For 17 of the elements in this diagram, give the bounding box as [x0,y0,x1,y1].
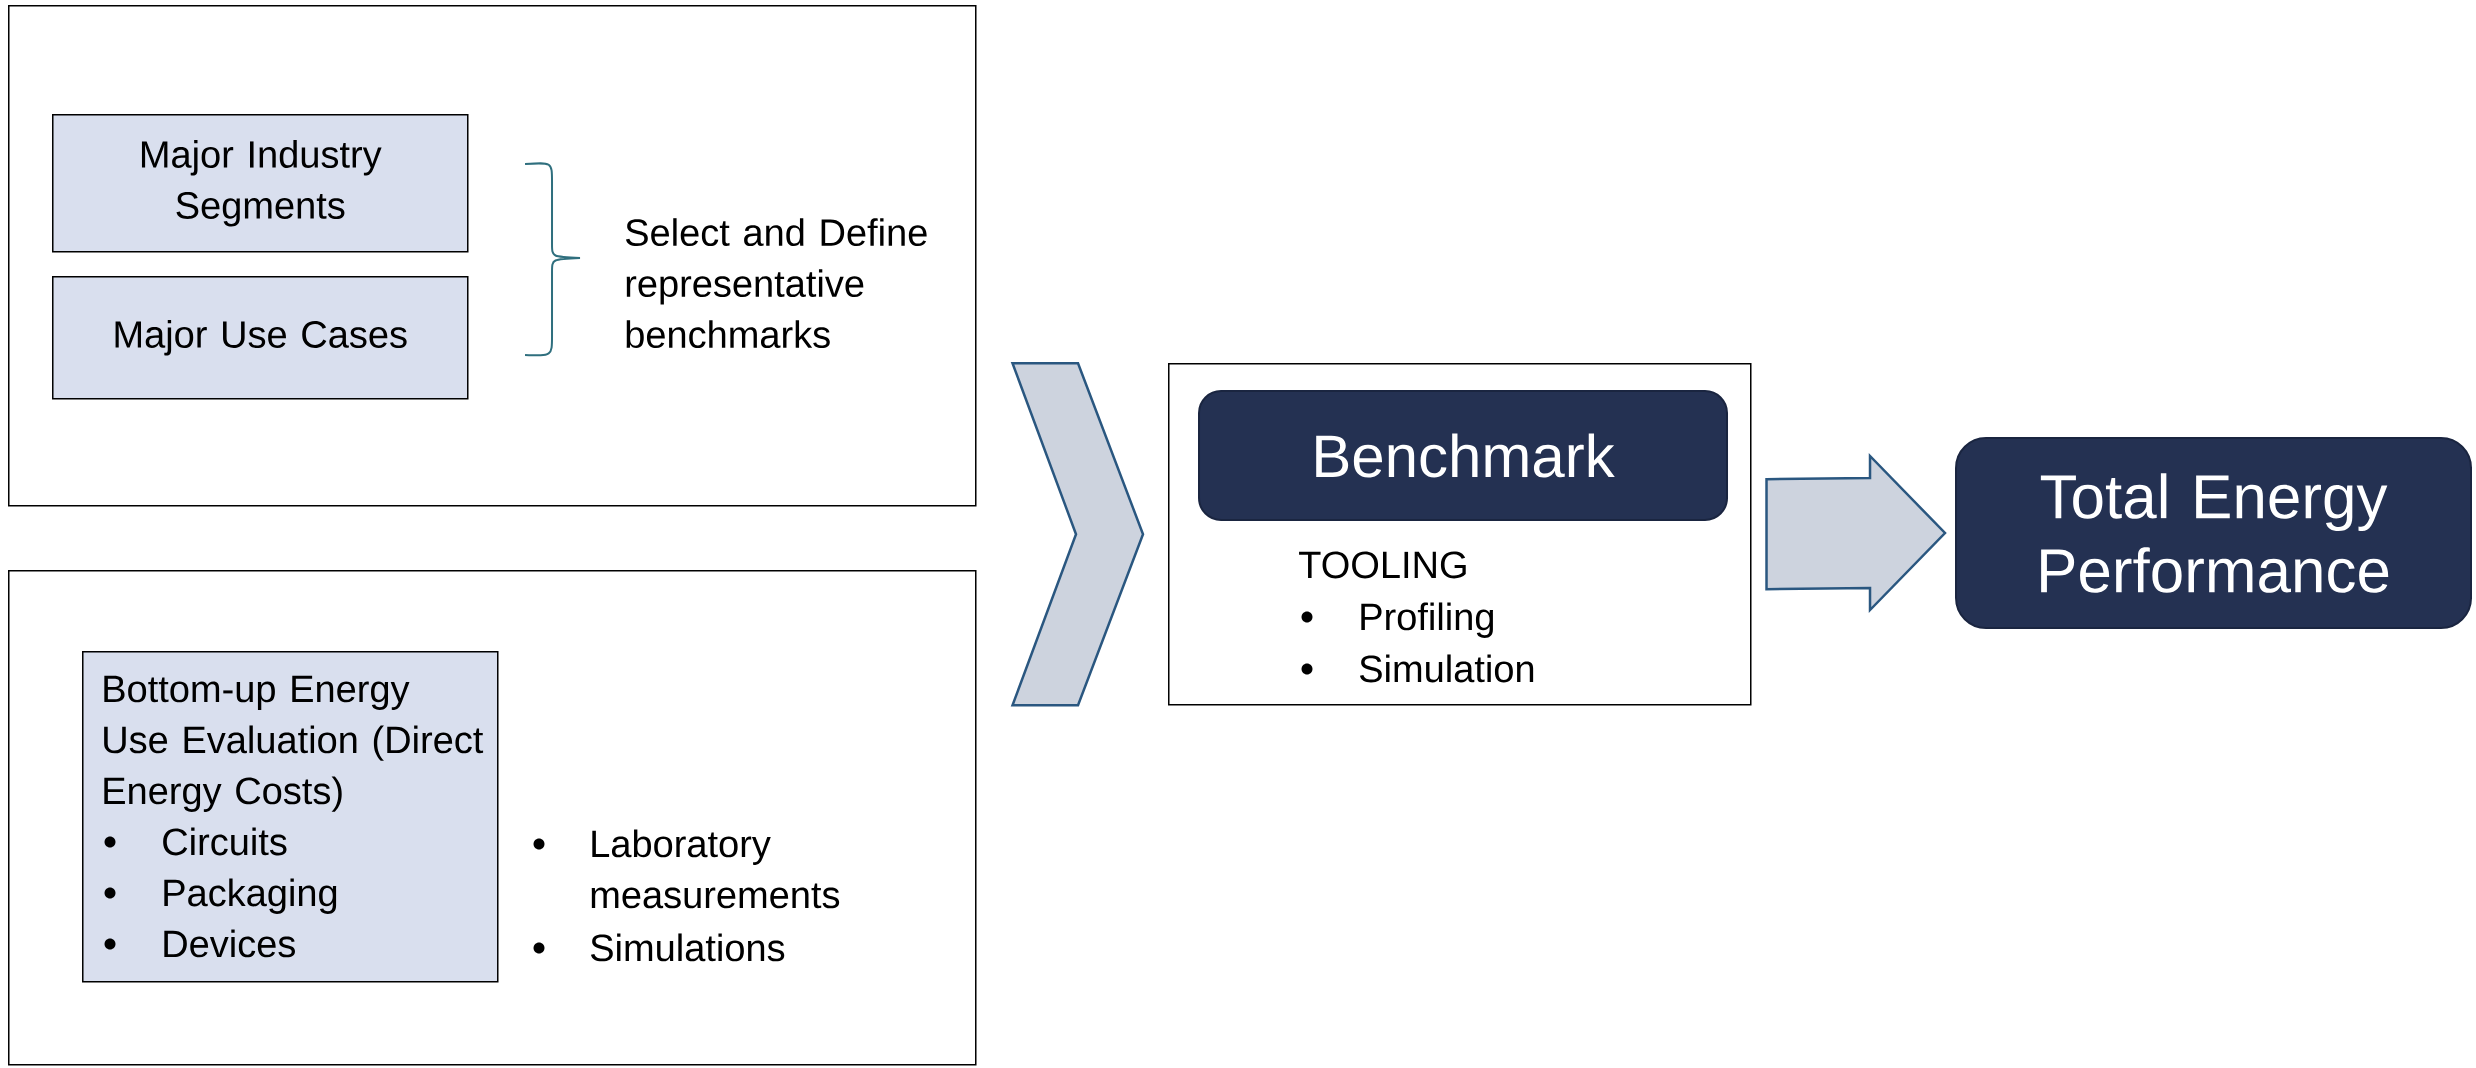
annotation-text: Select and Define representative benchmarks [625,218,927,349]
list-item: Simulation [1359,654,1534,683]
category-box: Major Industry Segments [52,114,469,253]
list-item: Laboratory measurements [591,829,840,909]
benchmark-box: Benchmark [1198,390,1728,521]
block-arrow [1765,452,1947,614]
list-item: Packaging [164,878,337,914]
heading-text: Bottom-up Energy Use Evaluation (Direct Energy Costs) [104,675,484,812]
list-item: Simulations [590,933,785,962]
heading-text: TOOLING [1299,551,1466,579]
category-box: Major Use Cases [52,276,469,400]
list-item: Profiling [1361,602,1493,638]
evaluation-box [82,651,499,983]
list-item: Circuits [163,827,287,856]
result-box: Total Energy Performance [1955,437,2472,629]
chevron-arrow [1010,362,1145,707]
list-item: Devices [164,929,295,958]
